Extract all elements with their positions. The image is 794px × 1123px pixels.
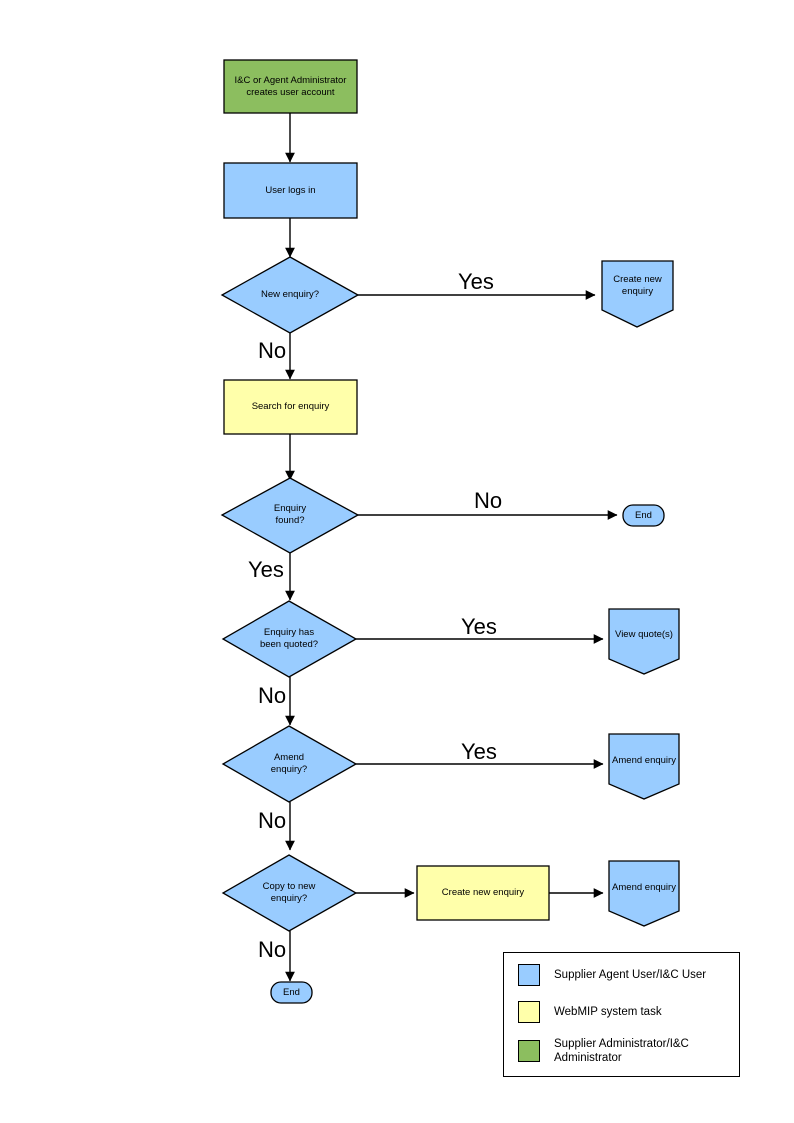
edge-label-amend-no: No [258,808,287,833]
node-amend-enquiry-action[interactable] [608,733,680,800]
edge-label-new-enquiry-yes: Yes [458,269,494,294]
node-amend-enquiry-decision[interactable] [221,725,358,803]
node-copy-to-new-enquiry-decision[interactable] [221,854,358,932]
edge-label-amend-yes: Yes [461,739,497,764]
node-enquiry-found-decision[interactable] [220,477,360,554]
legend-swatch-blue-icon [518,964,540,986]
node-end-bottom[interactable] [270,981,313,1004]
legend-label-supplier-agent-user: Supplier Agent User/I&C User [554,968,707,981]
legend-swatch-yellow-icon [518,1001,540,1023]
node-create-new-enquiry-bottom[interactable] [416,865,550,921]
node-admin-creates-user-account[interactable] [223,59,358,114]
node-amend-enquiry-action-2[interactable] [608,860,680,927]
edge-label-enquiry-found-no: No [474,488,503,513]
legend-swatch-green-icon [518,1040,540,1063]
legend-label-supplier-administrator: Supplier Administrator/I&C Administrator [554,1038,689,1065]
node-new-enquiry-decision[interactable] [220,256,360,334]
node-user-logs-in[interactable] [223,162,358,219]
edge-label-quoted-no: No [258,683,287,708]
edge-label-quoted-yes: Yes [461,614,497,639]
node-create-new-enquiry-top[interactable] [601,260,674,328]
node-enquiry-quoted-decision[interactable] [221,600,358,678]
legend: Supplier Agent User/I&C User WebMIP syst… [503,952,740,1077]
node-view-quotes[interactable] [608,608,680,675]
legend-item-supplier-agent-user: Supplier Agent User/I&C User [518,964,706,986]
legend-item-supplier-administrator: Supplier Administrator/I&C Administrator [518,1037,689,1065]
edge-label-enquiry-found-yes: Yes [248,557,284,582]
edge-label-copy-no: No [258,937,287,962]
edge-label-new-enquiry-no: No [258,338,287,363]
node-search-for-enquiry[interactable] [223,379,358,435]
connector-group [285,113,618,982]
legend-label-webmip-system-task: WebMIP system task [554,1005,662,1018]
legend-item-webmip-system-task: WebMIP system task [518,1001,662,1023]
node-end-enquiry-not-found[interactable] [622,504,665,527]
